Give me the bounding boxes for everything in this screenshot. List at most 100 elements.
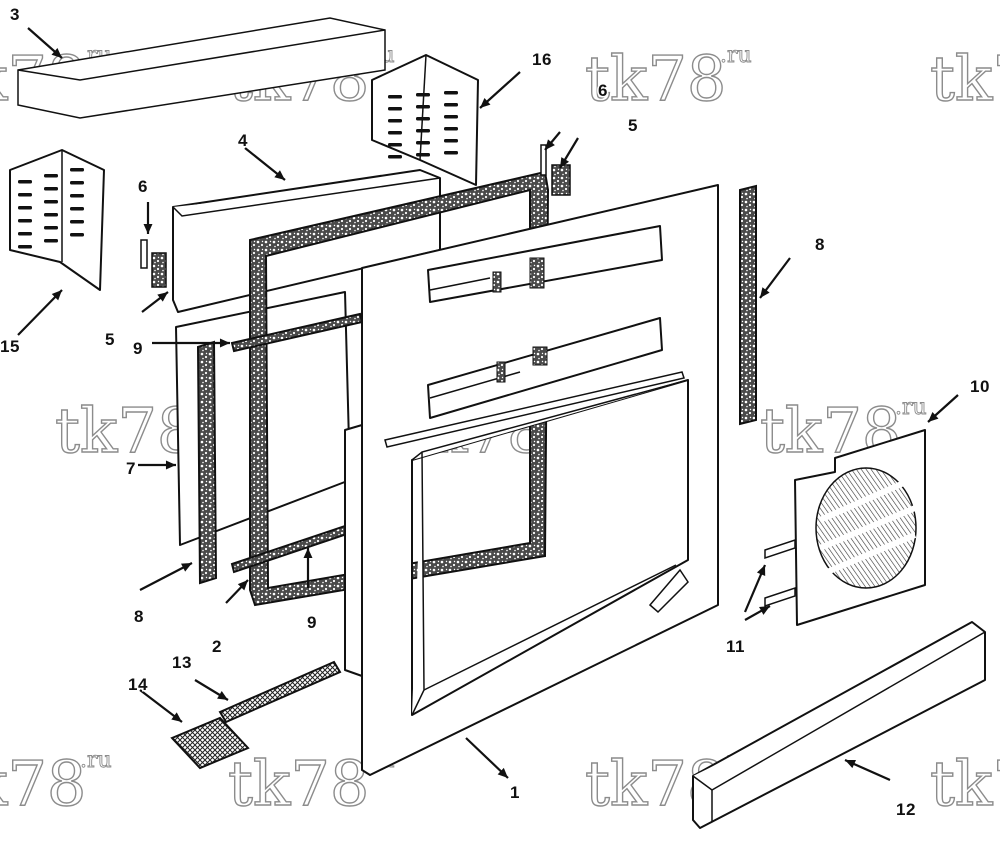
arrow-head [845, 759, 856, 769]
leader-arrow [559, 137, 579, 169]
arrow-head [219, 338, 230, 348]
vent-slot [388, 155, 402, 159]
leader-arrow [27, 27, 63, 59]
part-5-block-left [151, 252, 167, 288]
vent-slot [70, 181, 84, 185]
watermark-suffix: .ru [895, 395, 927, 420]
watermark-4: tk78.ru [929, 41, 1000, 115]
vent-slot [70, 207, 84, 211]
callout-10: 10 [970, 377, 990, 396]
callout-8: 8 [815, 235, 825, 254]
watermark-text: tk78 [930, 42, 1000, 115]
part-5-block-upper [551, 164, 571, 196]
part-8-left-strip [196, 340, 218, 585]
arrow-head [480, 97, 491, 108]
watermark-3: tk78.ru [584, 41, 752, 115]
leader-arrow [194, 679, 229, 701]
callout-1: 1 [510, 783, 520, 802]
leader-arrow [303, 548, 313, 588]
arrow-head [157, 292, 168, 302]
part-14-mesh-pad [170, 716, 250, 770]
leader-lines [17, 27, 959, 782]
arrow-head [756, 565, 766, 576]
leader-arrow [143, 202, 153, 234]
leader-arrow [744, 605, 771, 621]
callout-5: 5 [105, 330, 115, 349]
leader-arrow [244, 147, 286, 181]
watermark-8: tk78.ru [0, 746, 112, 820]
callout-9: 9 [133, 339, 143, 358]
watermark-text: tk78 [0, 747, 86, 820]
leader-arrow [759, 257, 791, 299]
leader-arrow [225, 579, 249, 604]
vent-slot [416, 141, 430, 145]
leader-arrow [139, 562, 193, 591]
watermark-suffix: .ru [720, 43, 752, 68]
vent-slots [18, 168, 84, 249]
part-10-fan-grille [794, 429, 926, 626]
vent-slot [416, 153, 430, 157]
arrow-head [171, 712, 182, 722]
vent-slot [18, 206, 32, 210]
vent-slot [444, 151, 458, 155]
vent-slot [44, 213, 58, 217]
callout-8: 8 [134, 607, 144, 626]
callout-6: 6 [598, 81, 608, 100]
callout-4: 4 [238, 131, 248, 150]
vent-slot [18, 193, 32, 197]
leader-arrow [479, 71, 521, 109]
leader-arrow [844, 758, 891, 782]
arrow-head [303, 548, 313, 559]
vent-slot [18, 232, 32, 236]
leader-arrow [138, 460, 176, 470]
vent-slot [70, 194, 84, 198]
watermark-11: tk78.ru [929, 746, 1000, 820]
callout-12: 12 [896, 800, 916, 819]
arrow-head [237, 580, 248, 591]
arrow-head [274, 170, 285, 180]
arrow-head [928, 411, 939, 422]
vent-slot [44, 200, 58, 204]
vent-slot [70, 233, 84, 237]
vent-slot [388, 119, 402, 123]
vent-slot [444, 139, 458, 143]
callout-7: 7 [126, 459, 136, 478]
arrow-head [217, 690, 228, 700]
leader-arrow [544, 131, 561, 151]
arrow-head [51, 290, 62, 301]
callout-11: 11 [726, 637, 745, 656]
arrow-head [760, 287, 770, 298]
callout-2: 2 [212, 637, 222, 656]
vent-slot [444, 91, 458, 95]
vent-slot [416, 129, 430, 133]
leader-arrow [152, 338, 230, 348]
vent-slot [388, 143, 402, 147]
vent-slots [388, 91, 458, 159]
part-1-door-panel [344, 184, 719, 776]
part-12-bottom-trim [692, 621, 986, 829]
arrow-head [165, 460, 176, 470]
arrow-head [497, 767, 508, 778]
vent-slot [444, 127, 458, 131]
vent-slot [416, 105, 430, 109]
leader-arrow [927, 394, 959, 423]
watermark-text: tk78 [930, 747, 1000, 820]
leader-arrow [141, 291, 169, 313]
vent-slot [44, 239, 58, 243]
vent-slot [388, 107, 402, 111]
part-11-brackets [764, 538, 796, 608]
callout-5: 5 [628, 116, 638, 135]
vent-slot [44, 174, 58, 178]
callout-14: 14 [128, 675, 148, 694]
vent-slot [444, 115, 458, 119]
callout-6: 6 [138, 177, 148, 196]
watermark-text: tk78 [55, 394, 196, 467]
vent-slot [416, 117, 430, 121]
callout-15: 15 [0, 337, 20, 356]
vent-slot [70, 168, 84, 172]
vent-slot [388, 95, 402, 99]
vent-slot [388, 131, 402, 135]
part-6-clip-left [140, 239, 148, 269]
